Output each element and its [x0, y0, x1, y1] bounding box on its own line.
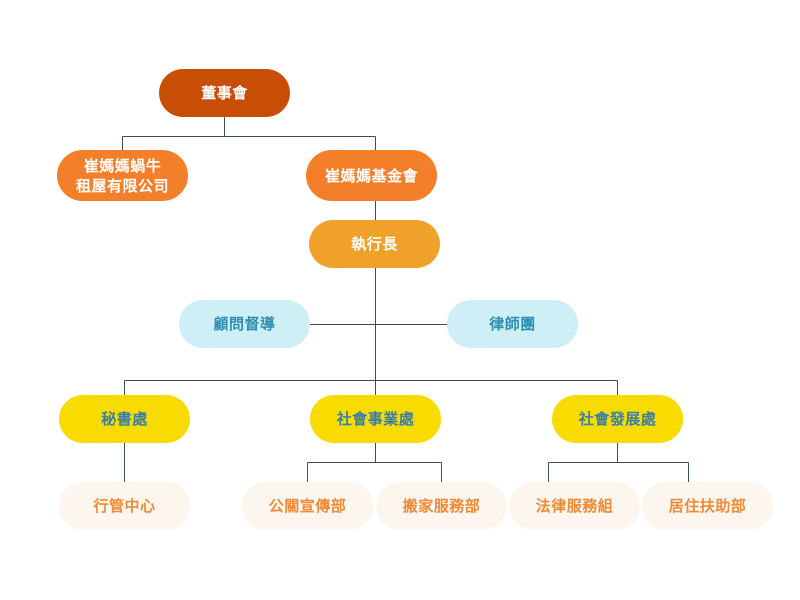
connector-dept-3: [548, 443, 689, 482]
foundation-node: 崔媽媽基金會: [306, 150, 437, 201]
connector-departments: [124, 380, 618, 395]
advisor-node-supervision: 顧問督導: [179, 300, 310, 348]
unit-label: 搬家服務部: [402, 497, 481, 515]
department-node-social-enterprise: 社會事業處: [310, 395, 441, 443]
connector-dept-2: [307, 443, 442, 482]
unit-label: 行管中心: [93, 497, 156, 515]
department-label: 社會發展處: [578, 410, 657, 428]
advisor-label: 律師團: [489, 315, 536, 333]
unit-node-housing-assistance: 居住扶助部: [642, 482, 773, 530]
board-label: 董事會: [201, 84, 248, 102]
ceo-node: 執行長: [309, 220, 440, 268]
foundation-label: 崔媽媽基金會: [324, 166, 418, 185]
advisor-label: 顧問督導: [213, 315, 276, 333]
unit-node-admin-center: 行管中心: [59, 482, 190, 530]
ceo-label: 執行長: [351, 235, 398, 253]
board-node: 董事會: [159, 69, 290, 117]
unit-label: 居住扶助部: [668, 497, 747, 515]
department-label: 秘書處: [101, 410, 148, 428]
unit-node-public-relations: 公關宣傳部: [242, 482, 373, 530]
department-node-secretariat: 秘書處: [59, 395, 190, 443]
company-label: 崔媽媽蝸牛 租屋有限公司: [75, 156, 169, 195]
unit-label: 法律服務組: [535, 497, 614, 515]
unit-node-legal-service: 法律服務組: [509, 482, 640, 530]
department-node-social-development: 社會發展處: [552, 395, 683, 443]
unit-node-moving-service: 搬家服務部: [376, 482, 507, 530]
unit-label: 公關宣傳部: [268, 497, 347, 515]
advisor-node-lawyers: 律師團: [447, 300, 578, 348]
company-node: 崔媽媽蝸牛 租屋有限公司: [57, 150, 188, 201]
connector-board: [122, 117, 376, 150]
department-label: 社會事業處: [336, 410, 415, 428]
